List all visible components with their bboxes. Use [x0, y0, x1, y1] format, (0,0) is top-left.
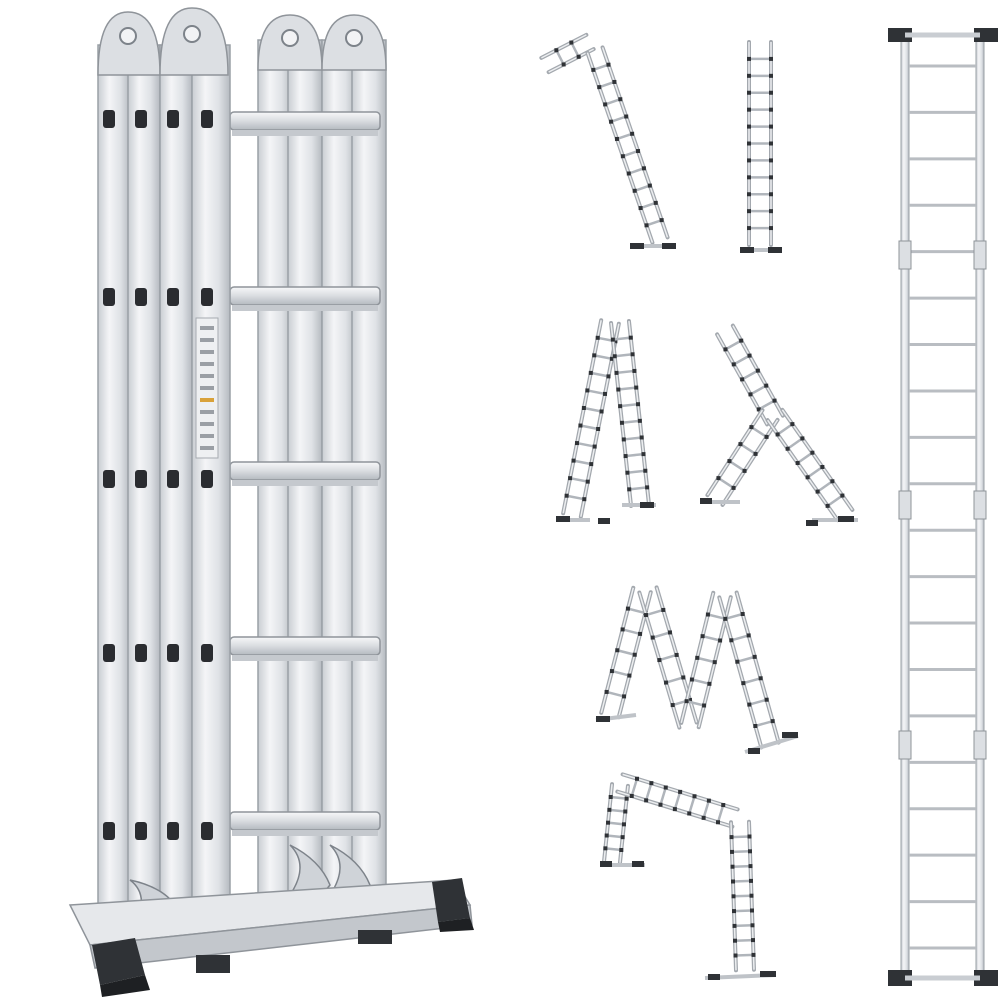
- main-ladder-rungs: [229, 111, 381, 836]
- leaning-ladder-icon: [539, 32, 676, 249]
- lock-slot: [167, 644, 179, 662]
- lock-slot: [103, 110, 115, 128]
- hinge-lock-slots: [103, 110, 213, 840]
- end-cap-icon: [974, 28, 998, 42]
- rubber-foot-icon: [598, 518, 610, 524]
- rubber-foot-icon: [662, 243, 676, 249]
- configuration-gallery: [539, 32, 858, 980]
- folded-multipurpose-ladder: [68, 7, 474, 997]
- lock-slot: [167, 822, 179, 840]
- rung: [229, 811, 381, 836]
- rubber-foot-icon: [432, 878, 474, 932]
- lock-slot: [201, 288, 213, 306]
- lock-slot: [167, 288, 179, 306]
- front-sections: [97, 7, 231, 946]
- lock-slot: [135, 110, 147, 128]
- straight-ladder-icon: [740, 40, 782, 253]
- lock-slot: [135, 470, 147, 488]
- extended-a-frame-icon: [700, 323, 858, 526]
- ladder-segment: [602, 782, 630, 865]
- hinge-icon: [898, 730, 912, 760]
- lock-slot: [135, 644, 147, 662]
- rubber-foot-icon: [630, 243, 644, 249]
- ladder-segment: [585, 45, 670, 245]
- ladder-segment: [615, 772, 740, 829]
- lock-slot: [135, 822, 147, 840]
- rubber-foot-icon: [838, 516, 854, 522]
- a-frame-ladder-icon: [556, 318, 656, 524]
- lock-slot: [167, 110, 179, 128]
- rubber-foot-icon: [888, 970, 912, 986]
- rung: [229, 286, 381, 311]
- lock-slot: [103, 822, 115, 840]
- hinge-icon: [973, 240, 987, 270]
- rubber-foot-icon: [974, 970, 998, 986]
- lock-slot: [201, 644, 213, 662]
- ladder-segment: [765, 407, 855, 523]
- lock-slot: [201, 470, 213, 488]
- rubber-foot-icon: [740, 247, 754, 253]
- rubber-foot-icon: [92, 938, 150, 997]
- lock-slot: [167, 470, 179, 488]
- rubber-foot-icon: [760, 971, 776, 977]
- hinge-icon: [973, 490, 987, 520]
- rubber-foot-icon: [556, 516, 570, 522]
- lock-slot: [201, 822, 213, 840]
- rung: [229, 111, 381, 136]
- lock-slot: [103, 288, 115, 306]
- rubber-foot-icon: [600, 861, 612, 867]
- scaffold-ladder-icon: [600, 772, 777, 980]
- ladder-segment: [561, 318, 621, 519]
- ladder-segment: [747, 40, 773, 247]
- ladder-segment: [729, 819, 756, 973]
- end-cap-icon: [888, 28, 912, 42]
- hinge-icon: [898, 240, 912, 270]
- warning-label: [200, 326, 214, 450]
- lock-slot: [201, 110, 213, 128]
- rung: [229, 461, 381, 486]
- ladder-segment: [705, 408, 780, 507]
- rung: [229, 636, 381, 661]
- rubber-foot-icon: [708, 974, 720, 980]
- rubber-foot-icon: [782, 732, 798, 738]
- lock-slot: [103, 644, 115, 662]
- ladder-segment: [609, 319, 651, 508]
- ladder-segment: [637, 585, 699, 730]
- rubber-foot-icon: [700, 498, 712, 504]
- rubber-foot-icon: [640, 502, 654, 508]
- stabilizer-bar: [68, 878, 474, 997]
- back-sections: [257, 14, 387, 901]
- ladder-segment: [715, 323, 785, 427]
- ladder-segment: [717, 590, 781, 750]
- rubber-foot-icon: [632, 861, 644, 867]
- rubber-foot-icon: [806, 520, 818, 526]
- rubber-foot-icon: [596, 716, 610, 722]
- m-shape-ladder-icon: [595, 585, 799, 754]
- hinge-icon: [973, 730, 987, 760]
- lock-slot: [103, 470, 115, 488]
- rubber-foot-icon: [748, 748, 760, 754]
- lock-slot: [135, 288, 147, 306]
- hinge-icon: [898, 490, 912, 520]
- rubber-foot-icon: [768, 247, 782, 253]
- extended-straight-ladder-icon: [888, 28, 998, 986]
